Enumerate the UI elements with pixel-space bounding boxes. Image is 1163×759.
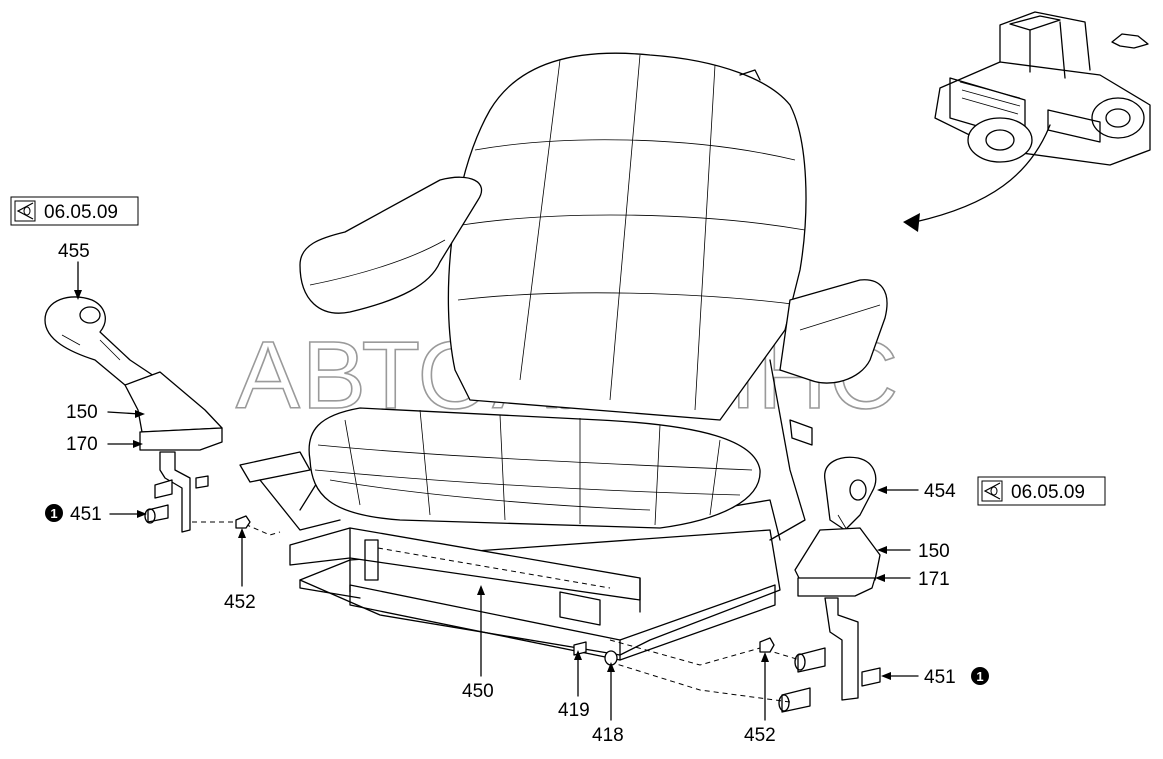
reference-label-left: 06.05.09 <box>44 202 118 223</box>
callout-450: 450 <box>462 681 494 702</box>
callout-451-right: 451 <box>924 667 956 688</box>
callout-451-left: 451 <box>70 504 102 525</box>
machine-overview-illustration <box>903 11 1151 232</box>
view-reference-icon <box>14 200 36 222</box>
callout-150-left: 150 <box>66 402 98 423</box>
callout-455: 455 <box>58 241 90 262</box>
reference-box-left[interactable]: 06.05.09 <box>10 196 139 226</box>
note-marker-left: 1 <box>45 504 63 522</box>
view-reference-icon <box>981 480 1003 502</box>
right-joystick-assembly <box>573 456 881 713</box>
operator-seat-illustration <box>239 52 888 661</box>
leader-lines <box>74 261 919 721</box>
callout-150-right: 150 <box>918 541 950 562</box>
numbered-note-icon <box>45 504 63 522</box>
note-marker-number: 1 <box>50 506 57 521</box>
callout-454: 454 <box>924 481 956 502</box>
callout-452-left: 452 <box>224 592 256 613</box>
callout-418: 418 <box>592 725 624 746</box>
numbered-note-icon <box>971 667 989 685</box>
reference-box-right[interactable]: 06.05.09 <box>977 476 1106 506</box>
left-joystick-assembly <box>44 296 281 536</box>
note-marker-right: 1 <box>971 667 989 685</box>
callout-171: 171 <box>918 569 950 590</box>
note-marker-number: 1 <box>976 669 983 684</box>
reference-label-right: 06.05.09 <box>1011 482 1085 503</box>
callout-labels: 455 150 170 451 452 450 419 418 452 451 … <box>58 241 956 746</box>
callout-170: 170 <box>66 434 98 455</box>
callout-452-right: 452 <box>744 725 776 746</box>
callout-419: 419 <box>558 700 590 721</box>
